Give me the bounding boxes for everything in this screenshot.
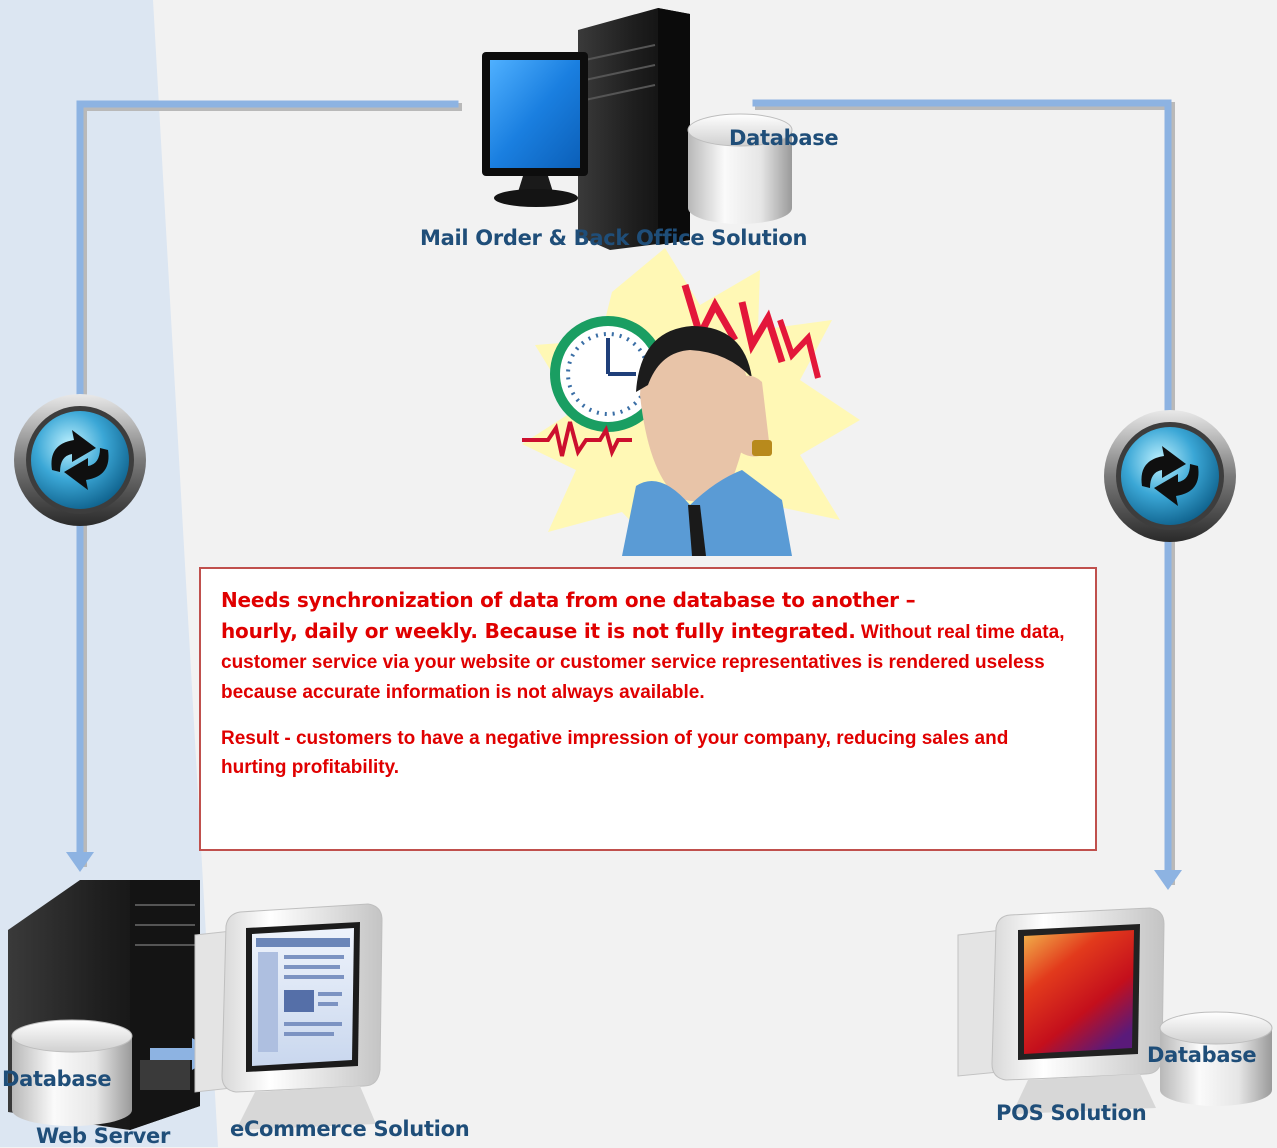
- message-line-2-lead: hourly, daily or weekly. Because it is n…: [221, 619, 856, 643]
- connector-lines: [76, 99, 1175, 885]
- arrowhead-pos: [1154, 870, 1182, 890]
- mail-order-database-label: Database: [729, 126, 839, 150]
- database-icon: [687, 113, 793, 224]
- mail-order-solution-label: Mail Order & Back Office Solution: [420, 226, 808, 250]
- web-server-database-label: Database: [2, 1067, 112, 1091]
- message-box: Needs synchronization of data from one d…: [199, 567, 1097, 851]
- mail-order-computer-icon: [482, 8, 690, 250]
- message-paragraph: hourly, daily or weekly. Because it is n…: [221, 617, 1075, 708]
- message-line-2-rest: Without real time data, customer service…: [221, 622, 1065, 703]
- arrowhead-web-server: [66, 852, 94, 872]
- web-server-label: Web Server: [36, 1124, 171, 1148]
- pos-monitor-icon: [957, 907, 1165, 1114]
- message-result: Result - customers to have a negative im…: [221, 728, 1009, 778]
- database-icon: [1159, 1011, 1273, 1106]
- pos-solution-label: POS Solution: [996, 1101, 1147, 1125]
- stressed-man-clock-icon: [522, 248, 860, 556]
- sync-icon: [1104, 410, 1236, 542]
- database-icon: [11, 1019, 133, 1126]
- ecommerce-solution-label: eCommerce Solution: [230, 1117, 470, 1141]
- message-line-1: Needs synchronization of data from one d…: [221, 588, 916, 612]
- pos-database-label: Database: [1147, 1043, 1257, 1067]
- sync-icon: [14, 394, 146, 526]
- ecommerce-monitor-icon: [194, 903, 383, 1130]
